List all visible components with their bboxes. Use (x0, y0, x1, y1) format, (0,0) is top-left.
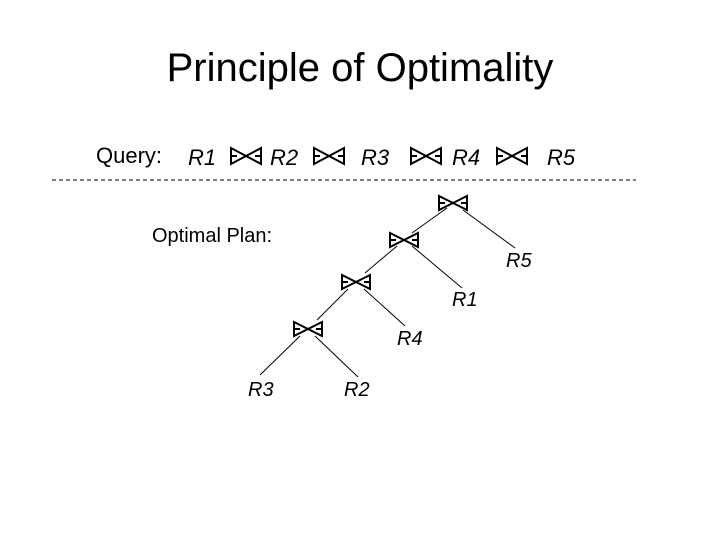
edge-join2-r1 (411, 245, 463, 289)
leaf-r2: R2 (344, 379, 370, 401)
query-relation-r1: R1 (188, 145, 217, 170)
query-label: Query: (96, 143, 163, 168)
tree-edges (259, 207, 516, 378)
edge-join3-r4 (363, 288, 406, 327)
bowtie-icon (230, 146, 262, 166)
leaf-r3: R3 (248, 379, 274, 401)
bowtie-icon (389, 231, 419, 249)
leaf-r5: R5 (506, 250, 532, 272)
query-relation-r5: R5 (547, 145, 576, 170)
edge-join4-r2 (314, 335, 359, 378)
slide-title: Principle of Optimality (166, 46, 554, 90)
edge-join4-r3 (259, 335, 301, 376)
bowtie-icon (438, 194, 468, 212)
bowtie-icon (293, 320, 323, 338)
optimal-plan-label: Optimal Plan: (152, 225, 273, 247)
query-relation-r2: R2 (270, 145, 299, 170)
bowtie-icon (496, 146, 528, 166)
edge-join3-join4 (316, 288, 349, 321)
leaf-r1: R1 (452, 289, 478, 311)
bowtie-icon (410, 146, 442, 166)
edge-join1-r5 (462, 209, 516, 249)
bowtie-icon (313, 146, 345, 166)
query-relation-r3: R3 (361, 145, 390, 170)
leaf-r4: R4 (397, 328, 423, 350)
edge-join2-join3 (364, 245, 398, 274)
query-relation-r4: R4 (452, 145, 481, 170)
edge-join1-join2 (411, 207, 448, 234)
bowtie-icon (341, 273, 371, 291)
